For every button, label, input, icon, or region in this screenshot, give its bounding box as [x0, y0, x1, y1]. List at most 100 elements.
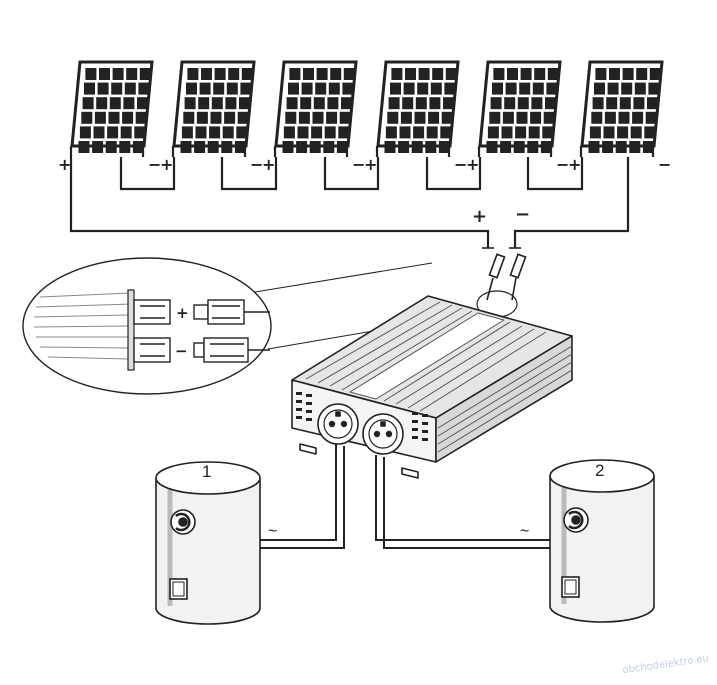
- panel-cell: [430, 82, 442, 95]
- panel-cell: [343, 68, 355, 80]
- panel-cell: [96, 97, 108, 110]
- panel-cell: [84, 82, 95, 95]
- panel-cell: [414, 111, 426, 124]
- panel-cell: [196, 111, 208, 124]
- panel-cell: [214, 68, 226, 80]
- panel-cell: [330, 68, 342, 80]
- panel-cell: [138, 82, 150, 95]
- panel-cell: [384, 141, 396, 153]
- panel-cell: [186, 82, 197, 95]
- panel-cell: [444, 82, 456, 95]
- panel-cell: [303, 68, 314, 80]
- panel-cell: [327, 97, 339, 110]
- solar-panel-array: +−+−+−+−+−+−: [58, 60, 671, 174]
- panel-cell: [282, 141, 294, 153]
- panel-cell: [97, 82, 109, 95]
- panel-cell: [532, 82, 544, 95]
- heater-2-number: 2: [595, 461, 604, 480]
- panel-cell: [606, 97, 618, 110]
- solar-panel-1: +−: [58, 60, 161, 174]
- panel-minus-label: −: [148, 155, 161, 174]
- power-switch-icon: [561, 576, 580, 598]
- panel-cell: [399, 126, 411, 139]
- inverter-minus-label: −: [515, 204, 530, 225]
- panel-cell: [336, 141, 348, 153]
- panel-cell: [492, 82, 503, 95]
- panel-minus-label: −: [250, 155, 263, 174]
- panel-cell: [385, 126, 397, 139]
- panel-cell: [405, 68, 416, 80]
- panel-cell: [634, 82, 646, 95]
- watermark: obchodelektro.eu: [622, 653, 710, 676]
- panel-cell: [589, 126, 601, 139]
- panel-cell: [213, 82, 225, 95]
- panel-cell: [82, 97, 94, 110]
- panel-cell: [487, 126, 499, 139]
- panel-cell: [195, 126, 207, 139]
- panel-cell: [629, 141, 641, 153]
- panel-cell: [531, 97, 543, 110]
- panel-cell: [81, 111, 93, 124]
- panel-cell: [239, 97, 250, 110]
- panel-cell: [603, 126, 615, 139]
- panel-cell: [187, 68, 199, 80]
- panel-cell: [513, 141, 525, 153]
- heater-1-number: 1: [202, 462, 211, 481]
- panel-cell: [297, 126, 309, 139]
- panel-cell: [527, 141, 539, 153]
- panel-plus-label: +: [58, 155, 71, 174]
- panel-cell: [326, 111, 338, 124]
- panel-cell: [285, 111, 297, 124]
- panel-cell: [328, 82, 340, 95]
- panel-cell: [183, 111, 195, 124]
- panel-cell: [621, 82, 633, 95]
- inverter-plus-label: +: [472, 206, 487, 227]
- panel-cell: [194, 141, 206, 153]
- panel-cell: [607, 82, 619, 95]
- ac-symbol-2: ~: [520, 523, 529, 540]
- panel-cell: [236, 126, 248, 139]
- panel-cell: [432, 68, 444, 80]
- panel-cell: [594, 82, 605, 95]
- inverter-cooling-fins: [305, 301, 547, 412]
- panel-cell: [592, 97, 604, 110]
- panel-cell: [79, 126, 91, 139]
- panel-cell: [390, 82, 401, 95]
- panel-cell: [644, 126, 656, 139]
- panel-cell: [520, 68, 532, 80]
- panel-cell: [112, 68, 124, 80]
- panel-cell: [300, 97, 312, 110]
- panel-cell: [516, 111, 528, 124]
- panel-cell: [609, 68, 620, 80]
- panel-cell: [530, 111, 542, 124]
- panel-cell: [289, 68, 301, 80]
- panel-plus-label: +: [262, 155, 275, 174]
- panel-cell: [201, 68, 212, 80]
- panel-cell: [184, 97, 196, 110]
- panel-cell: [415, 97, 427, 110]
- panel-cell: [515, 126, 527, 139]
- panel-cell: [123, 97, 135, 110]
- panel-cell: [507, 68, 518, 80]
- panel-cell: [591, 111, 603, 124]
- panel-cell: [542, 126, 554, 139]
- panel-cell: [502, 111, 514, 124]
- panel-leads: [375, 146, 451, 157]
- panel-cell: [107, 126, 119, 139]
- panel-cell: [630, 126, 642, 139]
- panel-cell: [647, 97, 658, 110]
- panel-cell: [105, 141, 117, 153]
- panel-cell: [85, 68, 97, 80]
- panel-cell: [237, 111, 249, 124]
- panel-cell: [428, 111, 440, 124]
- detail-minus-label: −: [175, 342, 188, 360]
- panel-cell: [211, 97, 223, 110]
- panel-cell: [443, 97, 454, 110]
- panel-cell: [94, 111, 106, 124]
- panel-cell: [391, 68, 403, 80]
- solar-panel-4: +−: [364, 60, 467, 174]
- panel-cell: [324, 126, 336, 139]
- panel-cell: [111, 82, 123, 95]
- power-switch-icon: [169, 578, 188, 600]
